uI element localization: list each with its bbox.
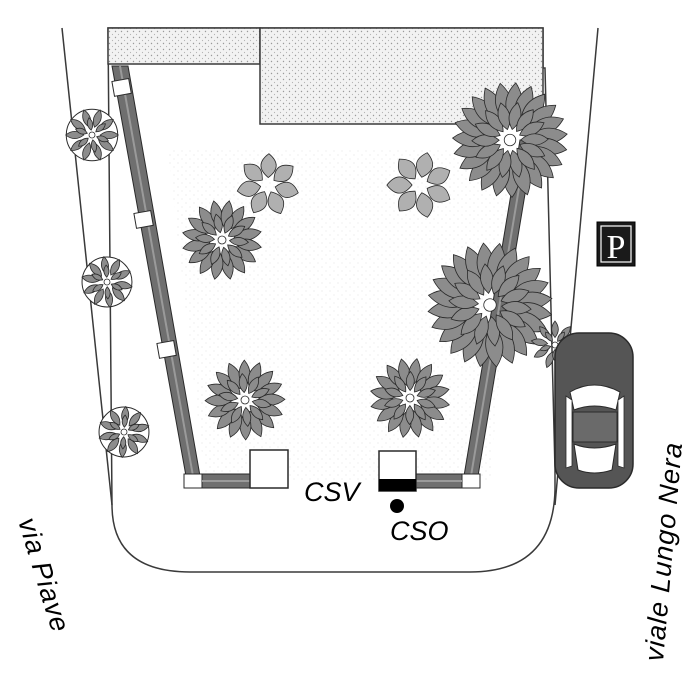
car-icon	[554, 332, 634, 489]
csv-box	[378, 450, 417, 492]
tree-icon	[98, 405, 150, 459]
tree-icon	[204, 359, 286, 441]
tree-icon	[451, 82, 568, 199]
parking-sign-letter: P	[607, 229, 626, 266]
street-label-viale-lungo-nera: viale Lungo Nera	[639, 441, 688, 663]
street-label-via-piave: via Piave	[12, 514, 75, 636]
tree-icon	[81, 256, 133, 308]
bench-row-left	[111, 65, 203, 489]
tree-icon	[386, 152, 451, 218]
tree-icon	[427, 242, 553, 368]
parking-sign-icon: P	[596, 221, 636, 267]
csv-label: CSV	[304, 477, 363, 507]
tree-icon	[182, 200, 262, 280]
cso-marker	[390, 499, 404, 513]
plaza-outline	[107, 27, 556, 573]
utility-box-left	[249, 449, 289, 489]
tree-icon	[65, 108, 119, 162]
tree-icon	[236, 153, 299, 215]
tree-icon	[370, 358, 450, 438]
trees-layer	[65, 82, 580, 459]
building-block-left	[107, 27, 261, 65]
cso-label: CSO	[390, 516, 449, 546]
